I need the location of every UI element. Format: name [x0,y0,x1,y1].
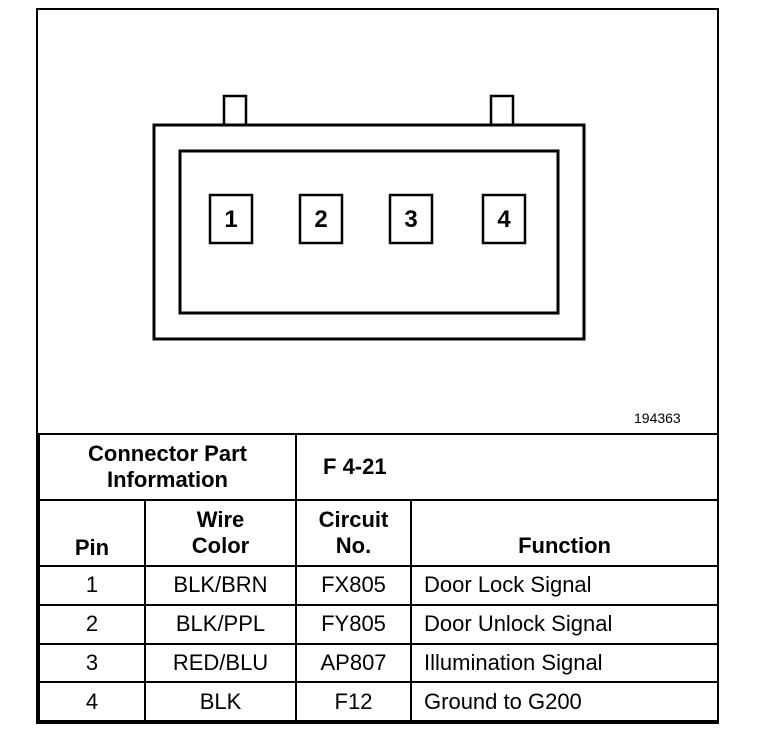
pin-cavity-2: 2 [298,193,344,245]
pin-label-3: 3 [404,206,417,233]
wire-color-header-line1: Wire [196,507,245,532]
left-lock-tab [222,94,248,128]
connector-sheet: 1 2 3 4 194363 Connector Part Informatio… [36,8,720,724]
table-row: 1 BLK/BRN FX805 Door Lock Signal [38,565,720,606]
table-row: 3 RED/BLU AP807 Illumination Signal [38,642,720,684]
pin-cavity-4: 4 [481,193,527,245]
circuit-header-line2: No. [335,533,372,558]
function-cell: Ground to G200 [410,681,720,722]
part-info-label: Connector Part Information [37,433,298,501]
pin-cavity-1: 1 [208,193,254,245]
pin-label-4: 4 [497,206,511,233]
circuit-header: Circuit No. [295,499,413,567]
pin-label-2: 2 [314,206,327,233]
table-row: 2 BLK/PPL FY805 Door Unlock Signal [38,603,720,645]
pin-cell: 3 [38,642,146,684]
circuit-cell: AP807 [295,642,413,684]
part-info-row: Connector Part Information F 4-21 [37,433,720,501]
wire-color-header: Wire Color [143,499,298,567]
table-row: 4 BLK F12 Ground to G200 [38,681,720,722]
function-header: Function [410,499,720,567]
right-lock-tab [489,94,515,128]
wire-color-cell: BLK [143,681,298,722]
circuit-cell: FX805 [295,565,413,606]
pin-cell: 2 [38,603,146,645]
wire-color-cell: BLK/BRN [143,565,298,606]
pin-cell: 1 [38,565,146,606]
wire-color-cell: RED/BLU [143,642,298,684]
part-info-label-line1: Connector Part [88,441,247,466]
wire-color-header-line2: Color [191,533,250,558]
figure-id: 194363 [634,410,681,426]
wire-color-cell: BLK/PPL [143,603,298,645]
pin-cavity-3: 3 [388,193,434,245]
part-info-label-line2: Information [107,467,228,492]
part-info-value: F 4-21 [295,433,720,501]
pin-cell: 4 [38,681,146,722]
circuit-cell: F12 [295,681,413,722]
circuit-cell: FY805 [295,603,413,645]
header-row: Pin Wire Color Circuit No. Function [38,499,720,567]
connector-table: Connector Part Information F 4-21 Pin Wi… [37,433,720,722]
circuit-header-line1: Circuit [318,507,389,532]
pin-header: Pin [38,499,146,567]
function-cell: Illumination Signal [410,642,720,684]
function-cell: Door Unlock Signal [410,603,720,645]
connector-diagram: 1 2 3 4 [152,94,586,341]
pin-label-1: 1 [224,206,237,233]
function-cell: Door Lock Signal [410,565,720,606]
